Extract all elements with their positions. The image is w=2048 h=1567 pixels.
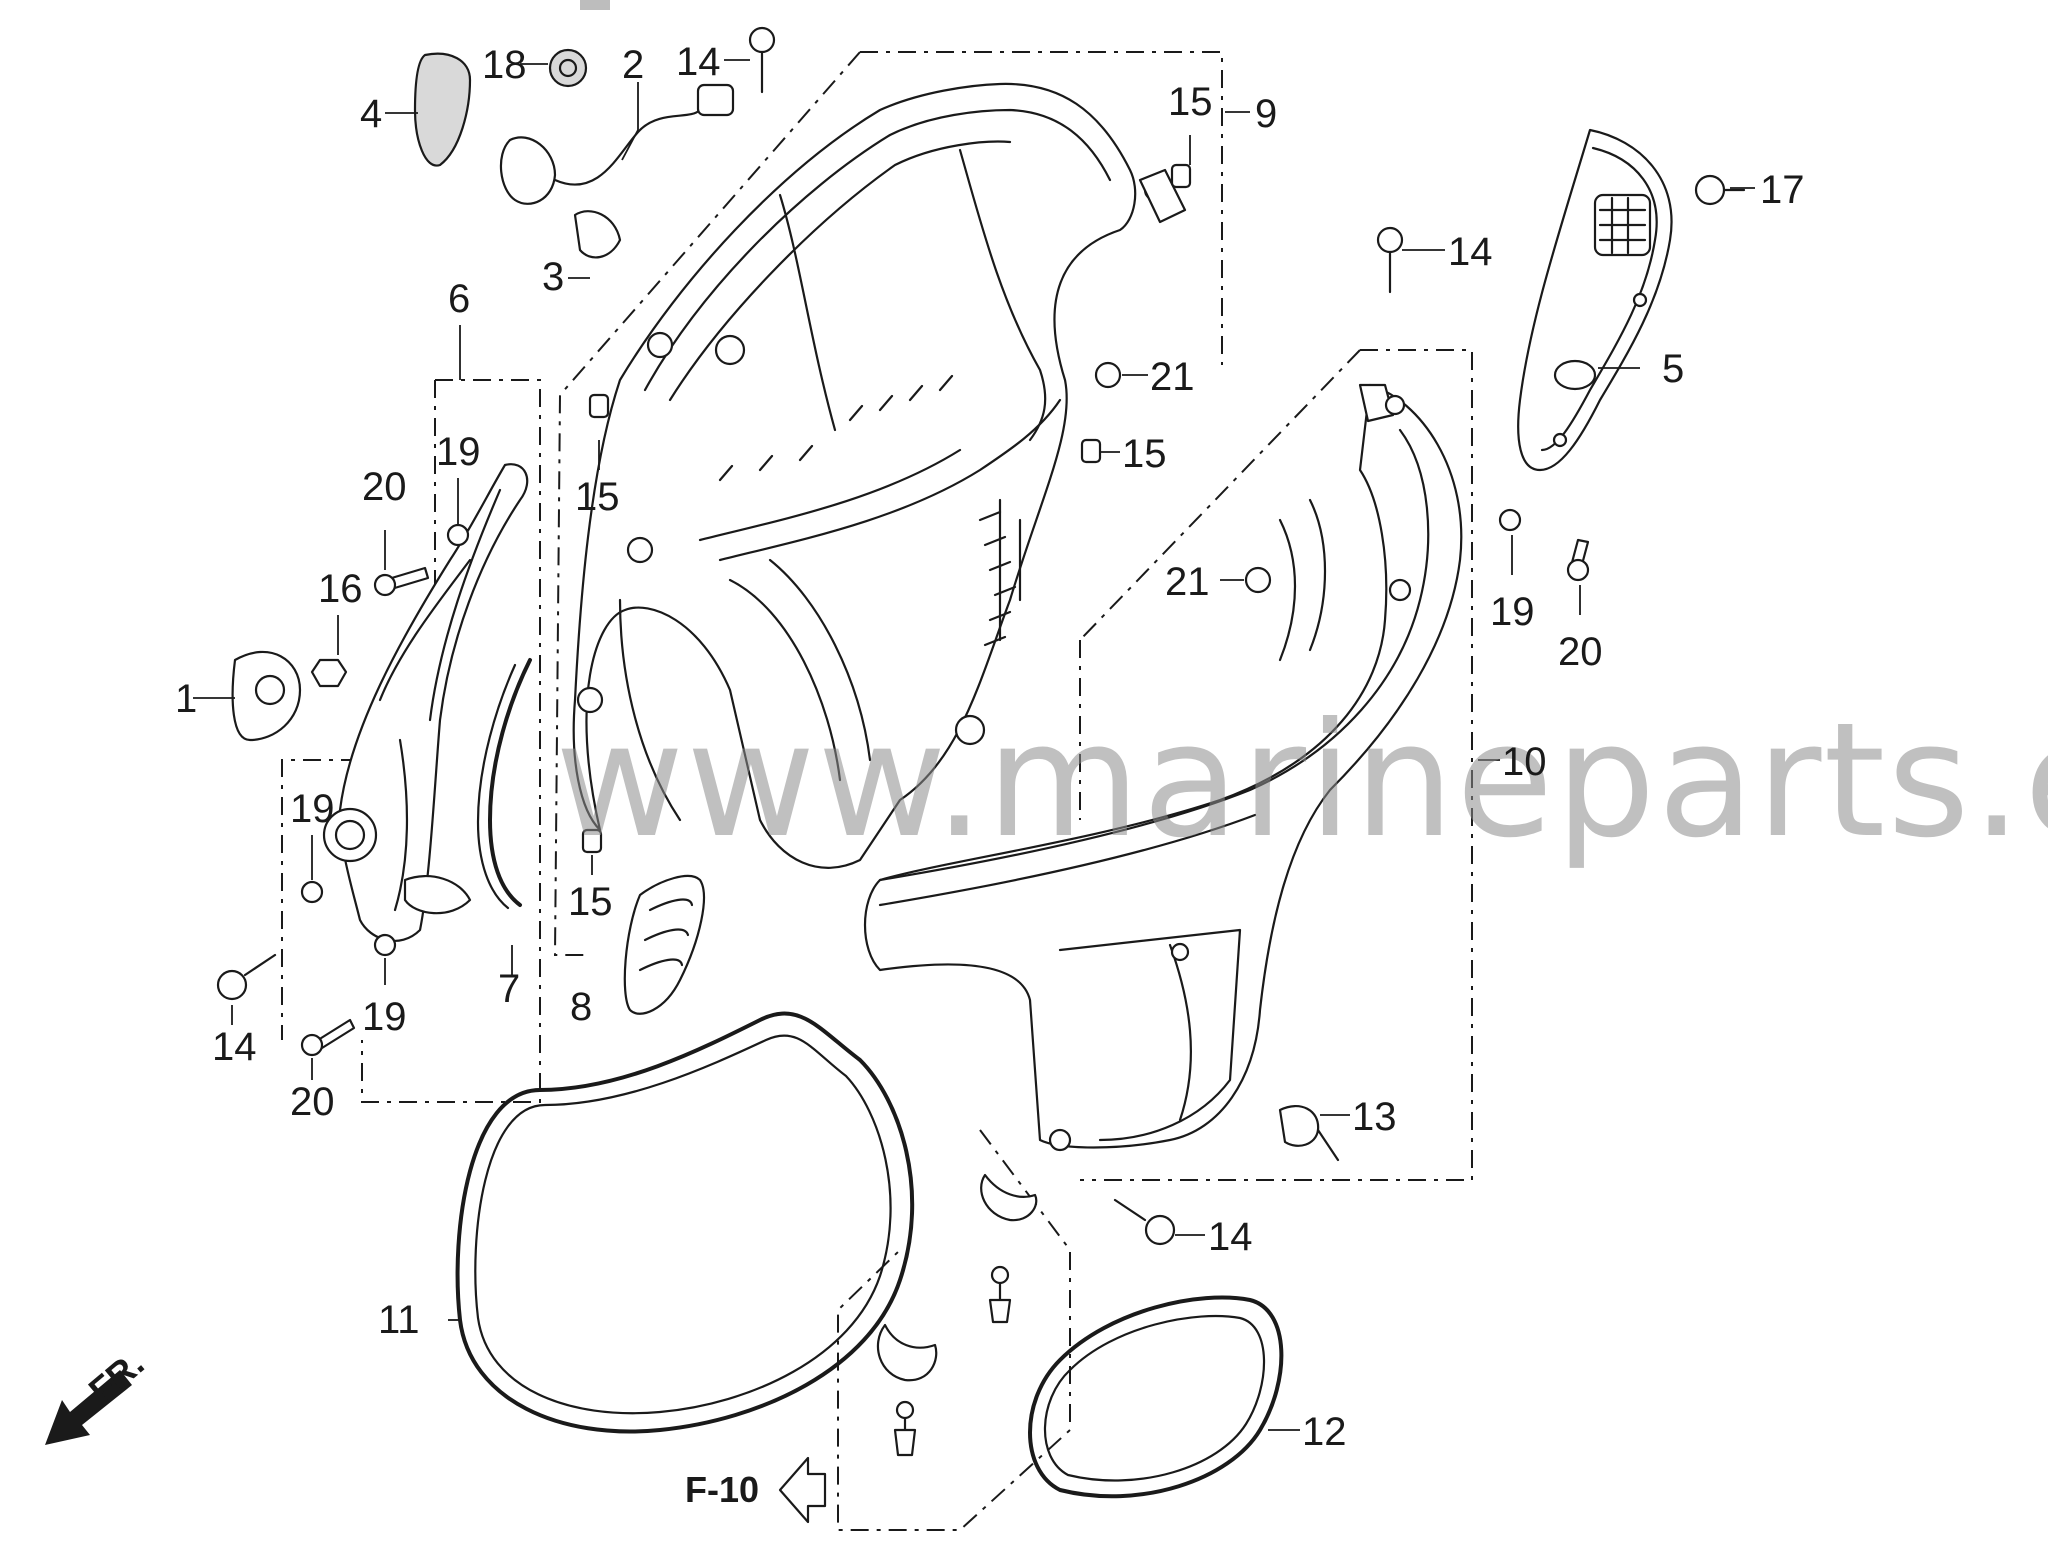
callout-21-lower: 21 (1165, 560, 1210, 604)
callout-2: 2 (622, 43, 644, 87)
assembly-box-9 (553, 51, 1223, 956)
seal-11 (455, 1011, 915, 1434)
callout-19-upper: 19 (436, 430, 481, 474)
callout-14-bottom: 14 (1208, 1215, 1253, 1259)
callout-21-upper: 21 (1150, 355, 1195, 399)
callout-19-left: 19 (290, 787, 335, 831)
side-plate-5 (1517, 128, 1673, 472)
callout-17: 17 (1760, 168, 1805, 212)
clip-parts (876, 1173, 1038, 1457)
callout-18: 18 (482, 43, 527, 87)
callout-14-right: 14 (1448, 230, 1493, 274)
callout-11: 11 (378, 1298, 420, 1342)
callout-9: 9 (1255, 92, 1277, 136)
assembly-box-10 (1079, 349, 1473, 1181)
callout-12: 12 (1302, 1410, 1347, 1454)
callout-15-upper-left: 15 (575, 475, 620, 519)
seal-12 (1028, 1295, 1284, 1499)
ref-label: F-10 (685, 1469, 759, 1510)
callout-16: 16 (318, 567, 363, 611)
callout-6: 6 (448, 277, 470, 321)
callout-8: 8 (570, 985, 592, 1029)
ref-arrow: F-10 (685, 1456, 827, 1524)
callout-13: 13 (1352, 1095, 1397, 1139)
callout-14-left: 14 (212, 1025, 257, 1069)
callout-20-upper: 20 (362, 465, 407, 509)
callout-4: 4 (360, 92, 382, 136)
callout-15-center: 15 (1122, 432, 1167, 476)
upper-frame-9 (572, 82, 1187, 869)
callout-20-lower: 20 (290, 1080, 335, 1124)
callout-19-lower: 19 (362, 995, 407, 1039)
callout-15-top: 15 (1168, 80, 1213, 124)
scan-artifact (580, 0, 610, 10)
bracket-6 (322, 463, 529, 942)
callout-5: 5 (1662, 347, 1684, 391)
callout-20-right: 20 (1558, 630, 1603, 674)
lower-cover-10 (864, 383, 1463, 1152)
front-arrow: FR. (45, 1342, 152, 1445)
part-8 (623, 875, 706, 1015)
callout-7: 7 (498, 967, 520, 1011)
callout-19-right: 19 (1490, 590, 1535, 634)
watermark-text: www.marineparts.eu (555, 689, 2048, 873)
callout-10: 10 (1502, 740, 1547, 784)
callout-1: 1 (175, 677, 197, 721)
callout-15-lower-left: 15 (568, 880, 613, 924)
callout-14-top: 14 (676, 40, 721, 84)
leader-lines (193, 59, 1755, 1431)
gasket-7 (476, 658, 532, 910)
callout-3: 3 (542, 255, 564, 299)
callouts: 1 2 3 4 5 6 7 8 9 10 11 12 13 14 14 14 1… (175, 40, 1805, 1454)
